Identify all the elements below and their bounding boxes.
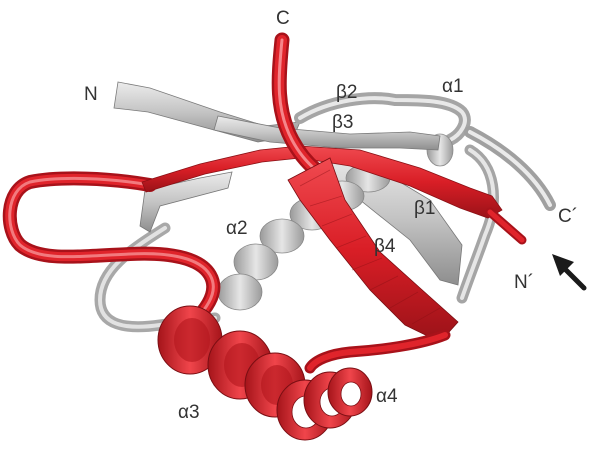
label-alpha2: α2 xyxy=(226,218,248,239)
label-c-terminus: C xyxy=(276,8,290,29)
label-beta4: β4 xyxy=(374,236,396,257)
label-c-prime: C´ xyxy=(558,206,578,227)
arrow-indicator xyxy=(552,254,584,288)
label-beta1: β1 xyxy=(414,198,436,219)
label-alpha3: α3 xyxy=(178,402,200,423)
label-beta3: β3 xyxy=(332,112,354,133)
label-alpha1: α1 xyxy=(442,76,464,97)
label-n-terminus: N xyxy=(84,84,98,105)
label-n-prime: N´ xyxy=(514,272,534,293)
label-alpha4: α4 xyxy=(376,386,398,407)
label-beta2: β2 xyxy=(336,82,358,103)
